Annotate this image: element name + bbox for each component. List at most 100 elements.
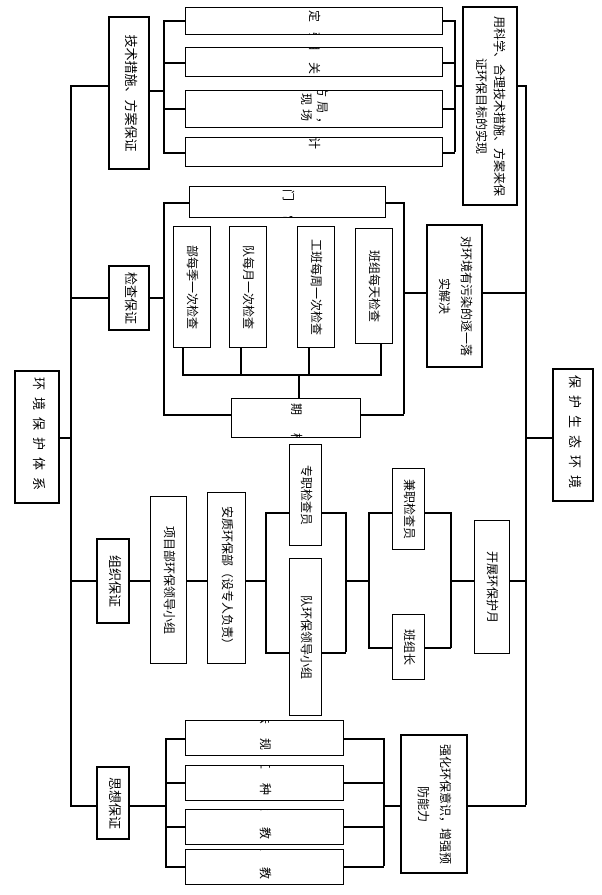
org-groupleader-box: 班组长 (392, 614, 425, 680)
connector (182, 374, 382, 376)
connector (298, 374, 300, 398)
connector (425, 512, 451, 514)
connector (368, 512, 370, 648)
connector (265, 512, 267, 652)
org-team-label: 队环保领导小组 (298, 594, 313, 680)
idea-title-box: 思想保证 (96, 766, 130, 840)
tech-item-box: 严格按设计要求施工 (185, 137, 443, 167)
idea-title: 思想保证 (106, 776, 121, 830)
org-inspector-box: 专职检查员 (289, 444, 322, 546)
connector (443, 108, 455, 110)
connector (443, 152, 455, 154)
connector (403, 292, 426, 294)
connector (510, 580, 526, 582)
connector (165, 782, 185, 784)
connector (163, 62, 185, 64)
check-title-box: 检查保证 (108, 265, 150, 331)
org-leader-box: 项目部环保领导小组 (150, 496, 187, 664)
tech-item-label: 针对特殊工种制定强有力防范措施 (306, 8, 322, 34)
connector (443, 20, 455, 22)
connector (240, 348, 242, 375)
check-periodic-label: 部定期检查 (288, 399, 304, 437)
org-dept-box: 安质环保部（设专人负责） (207, 492, 246, 664)
tech-result-box: 用科学、合理技术措施、方案来保证环保目标的实现 (462, 6, 518, 206)
connector (443, 62, 455, 64)
connector (322, 652, 346, 654)
root-label: 环境保护体系 (30, 376, 45, 498)
check-item-label: 工班每周一次检查 (309, 238, 323, 336)
idea-result-label: 强化环保意识，增强预防能力 (416, 743, 452, 864)
connector (345, 512, 347, 652)
idea-item-box: 特殊工种教育 (185, 765, 344, 801)
connector (345, 580, 369, 582)
connector (130, 580, 150, 582)
connector (265, 652, 289, 654)
org-leader-label: 项目部环保领导小组 (161, 525, 176, 635)
org-parttime-box: 兼职检查员 (392, 468, 425, 550)
connector (165, 826, 185, 828)
tech-item-box: 针对特殊工种制定强有力防范措施 (185, 7, 443, 35)
connector (383, 738, 385, 866)
connector (468, 805, 526, 807)
tech-title-box: 技术措施、方案保证 (108, 16, 150, 170)
check-item-box: 班组每天检查 (355, 228, 393, 344)
tech-result-label: 用科学、合理技术措施、方案来保证环保目标的实现 (474, 15, 506, 196)
connector (368, 512, 392, 514)
connector (344, 738, 384, 740)
org-activity-label: 开展环保护月 (485, 550, 499, 624)
connector (344, 826, 384, 828)
connector (163, 20, 165, 152)
connector (383, 805, 400, 807)
connector (150, 90, 164, 92)
tech-title: 技术措施、方案保证 (122, 34, 137, 152)
connector (403, 202, 405, 414)
connector (163, 108, 185, 110)
check-title: 检查保证 (122, 271, 137, 325)
tech-item-box: 按国家和地方相关部门规定办事 (185, 47, 443, 77)
connector (308, 348, 310, 375)
connector (525, 437, 552, 439)
org-activity-box: 开展环保护月 (474, 520, 510, 654)
check-item-label: 班组每天检查 (367, 249, 381, 323)
connector (525, 85, 527, 805)
check-periodic-box: 部定期检查 (231, 398, 361, 438)
check-item-label: 部每季一次检查 (185, 244, 199, 330)
check-item-box: 工班每周一次检查 (297, 226, 335, 348)
connector (70, 85, 108, 87)
connector (163, 202, 189, 204)
idea-item-label: 法制法规教育 (257, 721, 273, 755)
org-title-box: 组织保证 (96, 538, 130, 624)
idea-item-label: 普及教育 (257, 850, 273, 884)
connector (130, 805, 166, 807)
connector (425, 647, 451, 649)
connector (70, 805, 96, 807)
connector (182, 348, 184, 375)
tech-item-label: 按国家和地方相关部门规定办事 (306, 48, 322, 76)
connector (344, 866, 384, 868)
connector (265, 512, 289, 514)
check-item-box: 队每月一次检查 (229, 226, 267, 348)
connector (165, 738, 167, 866)
connector (322, 512, 346, 514)
idea-result-box: 强化环保意识，增强预防能力 (400, 734, 468, 874)
goal-box: 保护生态环境 (552, 368, 594, 502)
connector (70, 85, 72, 805)
connector (70, 297, 108, 299)
org-dept-label: 安质环保部（设专人负责） (219, 505, 234, 651)
idea-item-label: 专业教育 (257, 810, 273, 844)
connector (165, 866, 185, 868)
check-result-label: 对环境有污染的逐一落实解决 (436, 235, 473, 356)
org-inspector-label: 专职检查员 (298, 464, 313, 526)
connector (60, 437, 72, 439)
connector (368, 647, 392, 649)
goal-label: 保护生态环境 (566, 374, 581, 496)
root-box: 环境保护体系 (14, 370, 60, 504)
connector (386, 202, 404, 204)
org-parttime-label: 兼职检查员 (401, 478, 416, 540)
idea-item-box: 法制法规教育 (185, 720, 344, 756)
tech-item-label: 严格按设计要求施工 (306, 138, 322, 166)
connector (163, 152, 185, 154)
connector (165, 738, 185, 740)
org-team-box: 队环保领导小组 (289, 558, 322, 716)
